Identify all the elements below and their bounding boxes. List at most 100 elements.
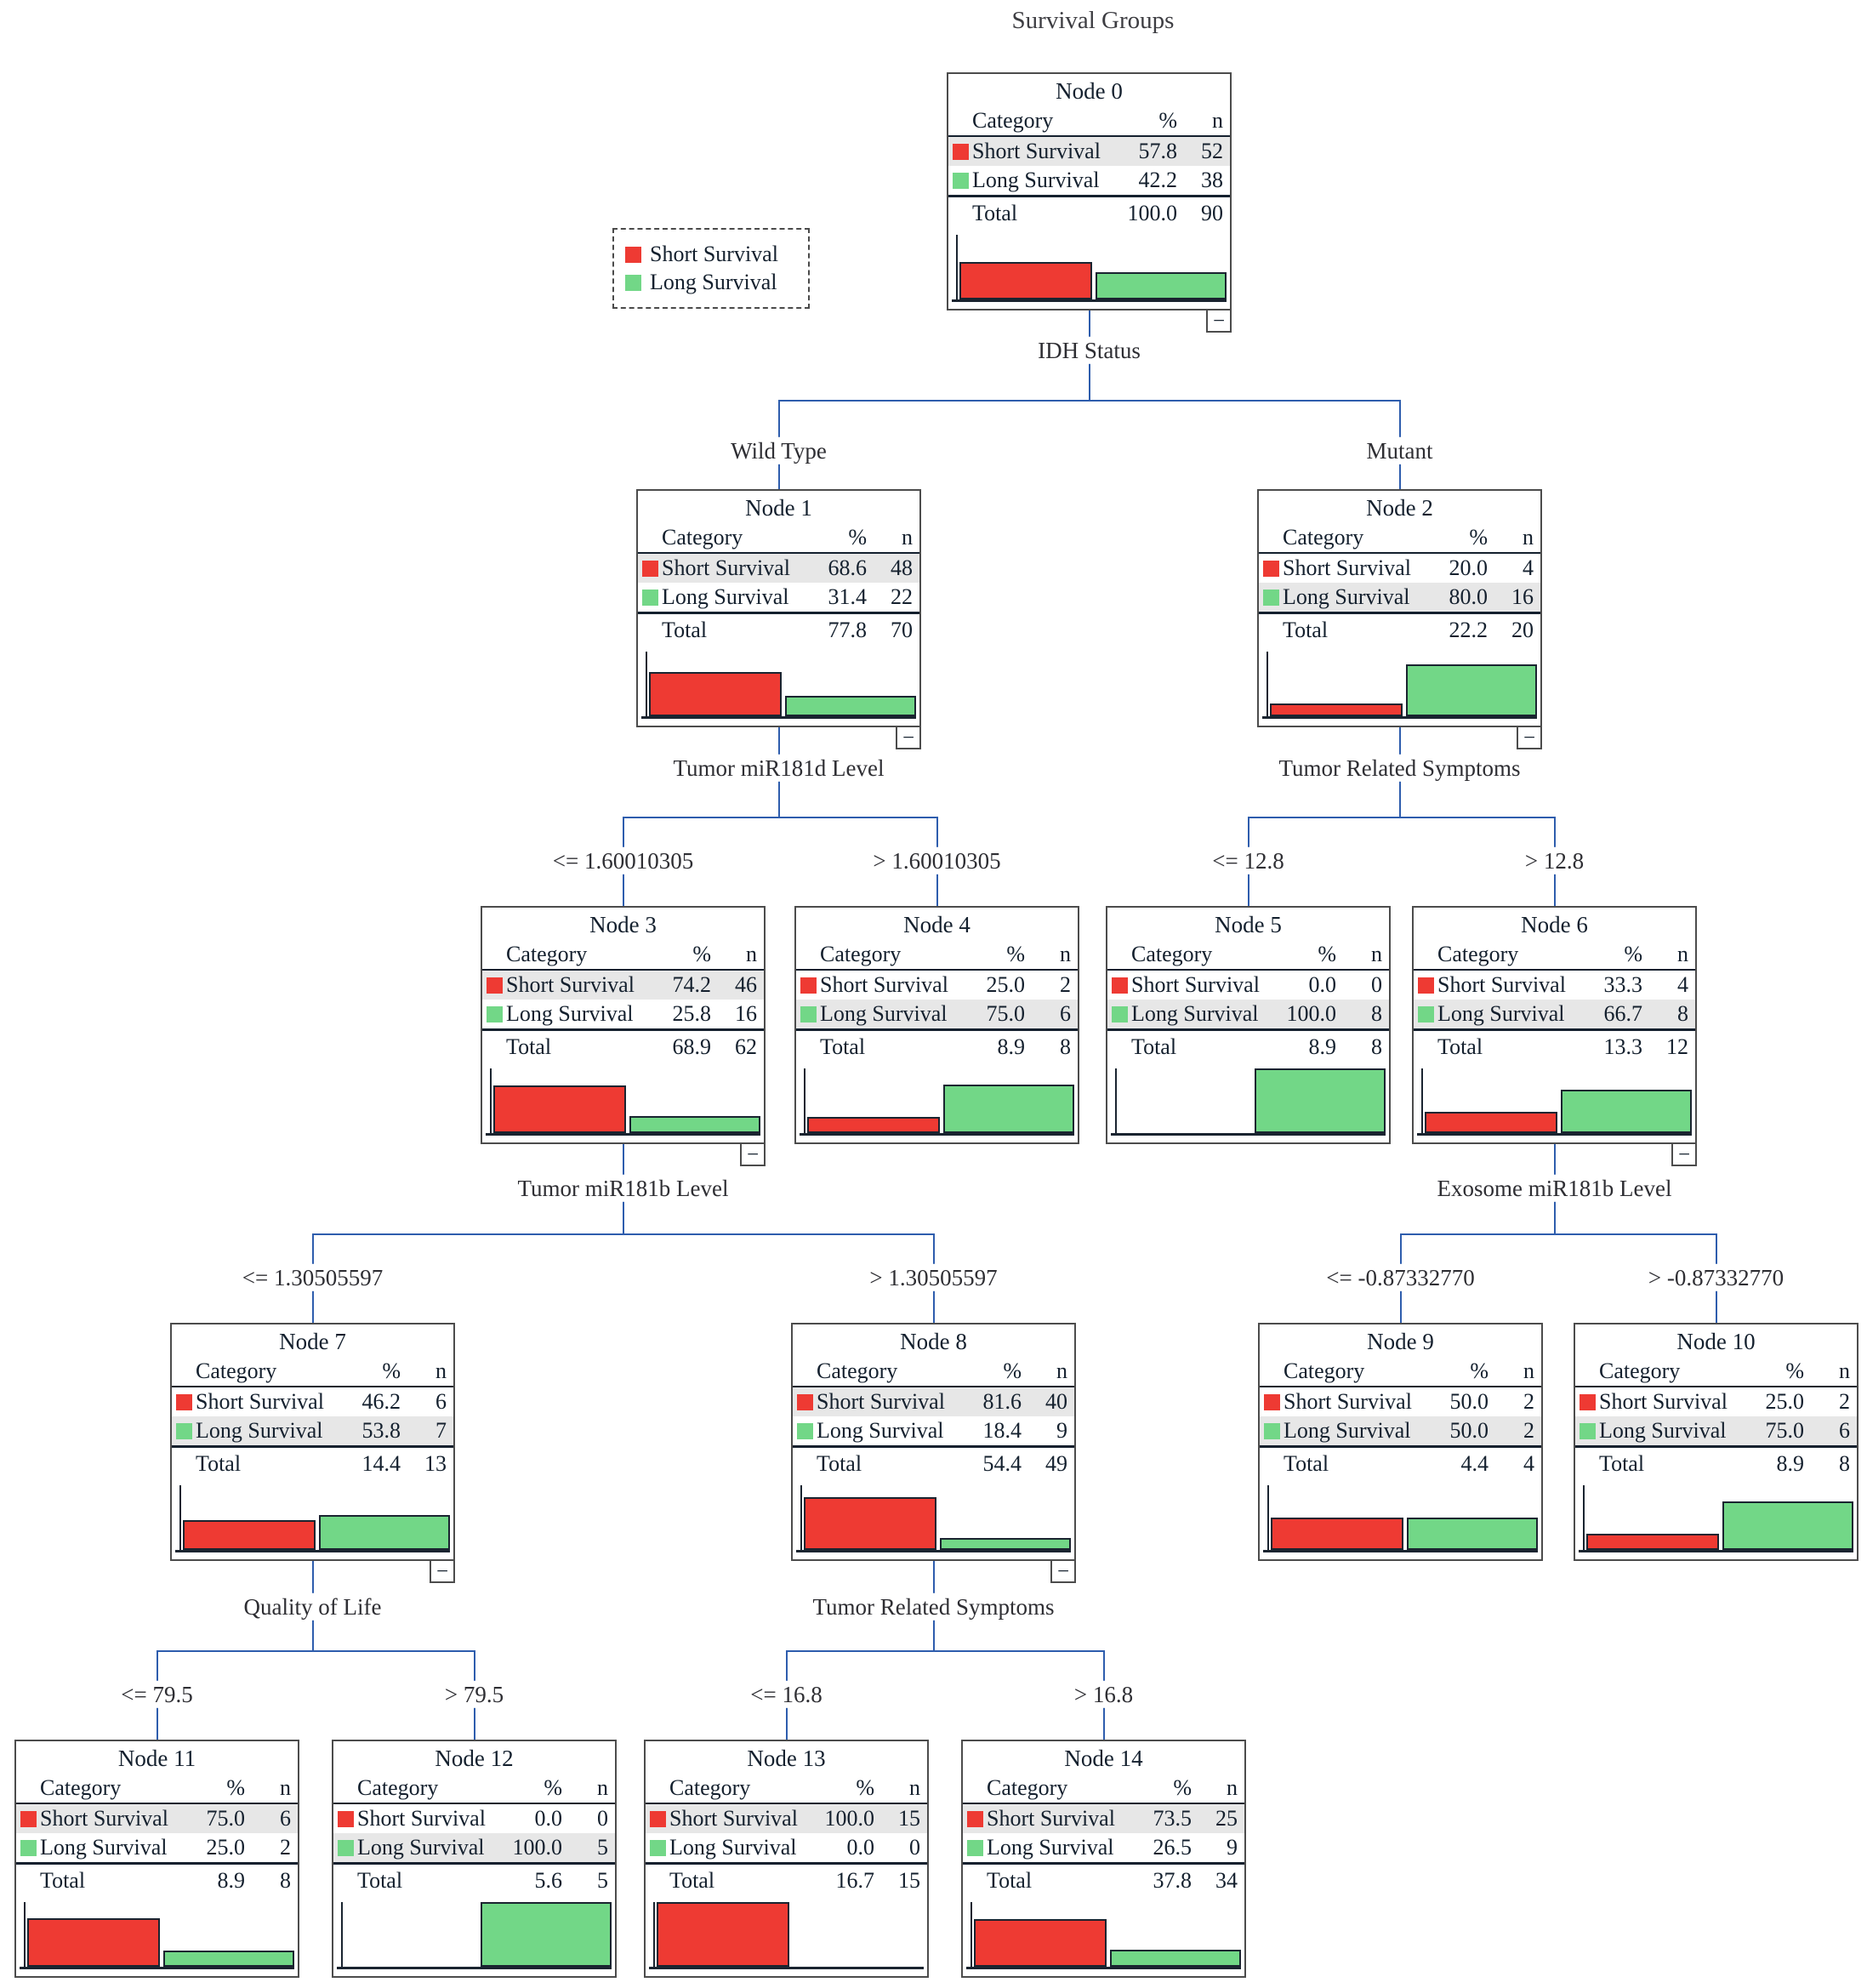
short-survival-swatch-icon (797, 1393, 813, 1410)
x-axis (1417, 1133, 1692, 1136)
node-bar-chart (175, 1481, 450, 1552)
total-pct-value: 13.3 (1603, 1034, 1643, 1059)
pct-value: 42.2 (1138, 168, 1178, 192)
long-survival-swatch-icon (487, 1005, 503, 1022)
long-survival-swatch-icon (20, 1839, 37, 1856)
pct-value: 100.0 (824, 1806, 875, 1831)
node-title: Node 10 (1676, 1329, 1756, 1354)
category-label: Short Survival (662, 555, 790, 580)
pct-value: 25.8 (672, 1001, 712, 1026)
category-label: Short Survival (1284, 1389, 1412, 1414)
tree-node: Node 9 Category % n Short Survival 50.0 … (1258, 1323, 1543, 1561)
n-header: n (1212, 108, 1223, 133)
y-axis (804, 1068, 805, 1136)
collapse-button[interactable]: − (1050, 1559, 1076, 1583)
category-label: Short Survival (987, 1806, 1115, 1831)
n-value: 52 (1201, 139, 1223, 163)
category-label: Long Survival (972, 168, 1100, 192)
category-label: Long Survival (662, 584, 789, 609)
x-axis (641, 716, 916, 719)
total-pct-value: 8.9 (997, 1034, 1026, 1059)
total-label: Total (1599, 1451, 1645, 1476)
node-bar-chart (20, 1898, 294, 1969)
connector-line (777, 400, 1401, 402)
long-survival-bar (163, 1951, 294, 1967)
split-variable-label: Quality of Life (235, 1592, 390, 1621)
pct-header: % (1470, 1359, 1488, 1383)
short-survival-swatch-icon (1263, 560, 1279, 577)
node-bar-chart (1579, 1481, 1853, 1552)
n-header: n (1523, 525, 1534, 550)
node-bar-chart (1111, 1064, 1386, 1136)
category-label: Short Survival (1437, 972, 1566, 997)
total-pct-value: 14.4 (361, 1451, 401, 1476)
y-axis (1266, 652, 1268, 719)
legend-item-short: Short Survival (625, 243, 808, 265)
pct-value: 0.0 (846, 1835, 875, 1860)
collapse-button[interactable]: − (1517, 726, 1542, 749)
short-survival-row: Short Survival 20.0 4 (1259, 554, 1540, 583)
y-axis (1267, 1485, 1269, 1552)
total-label: Total (817, 1451, 862, 1476)
collapse-button[interactable]: − (1671, 1142, 1697, 1166)
node-table-header: Category % n (333, 1774, 615, 1804)
category-label: Short Survival (357, 1806, 486, 1831)
total-pct-value: 37.8 (1153, 1868, 1192, 1893)
split-variable-label: Tumor Related Symptoms (804, 1592, 1063, 1621)
node-title: Node 11 (117, 1746, 196, 1771)
n-header: n (1523, 1359, 1534, 1383)
x-axis (1263, 1550, 1538, 1552)
total-pct-value: 77.8 (828, 618, 868, 642)
split-variable-label: IDH Status (1029, 336, 1149, 365)
long-survival-swatch-icon (650, 1839, 666, 1856)
collapse-button[interactable]: − (430, 1559, 455, 1583)
pct-header: % (1173, 1775, 1192, 1800)
short-survival-bar (657, 1902, 789, 1967)
short-survival-bar (807, 1117, 940, 1133)
long-survival-bar (1096, 272, 1227, 299)
collapse-button[interactable]: − (740, 1142, 766, 1166)
short-survival-bar (1271, 1518, 1403, 1550)
long-survival-bar (481, 1902, 612, 1967)
pct-value: 75.0 (1765, 1418, 1805, 1443)
short-survival-bar (493, 1085, 626, 1133)
split-variable-label: Exosome miR181b Level (1428, 1174, 1681, 1203)
x-axis (1111, 1133, 1386, 1136)
n-value: 6 (1060, 1001, 1071, 1026)
short-survival-row: Short Survival 33.3 4 (1414, 971, 1695, 1000)
total-n-value: 15 (898, 1868, 920, 1893)
category-label: Long Survival (987, 1835, 1114, 1860)
branch-condition-label: <= 1.30505597 (233, 1263, 392, 1292)
x-axis (796, 1550, 1071, 1552)
short-survival-bar (1586, 1534, 1719, 1550)
category-header: Category (1131, 942, 1213, 966)
total-label: Total (1437, 1034, 1483, 1059)
short-survival-row: Short Survival 74.2 46 (482, 971, 764, 1000)
total-label: Total (1131, 1034, 1177, 1059)
long-survival-bar (1722, 1501, 1853, 1550)
collapse-button[interactable]: − (1206, 309, 1232, 333)
long-survival-row: Long Survival 25.0 2 (16, 1833, 298, 1865)
long-survival-swatch-icon (797, 1422, 813, 1439)
total-pct-value: 68.9 (672, 1034, 712, 1059)
chart-title: Survival Groups (1011, 7, 1175, 34)
y-axis (341, 1902, 343, 1969)
node-title: Node 13 (747, 1746, 826, 1771)
legend-label: Short Survival (650, 242, 778, 266)
category-label: Long Survival (817, 1418, 944, 1443)
collapse-button[interactable]: − (896, 726, 921, 749)
long-survival-swatch-icon (176, 1422, 192, 1439)
category-header: Category (820, 942, 902, 966)
pct-value: 57.8 (1138, 139, 1178, 163)
y-axis (646, 652, 647, 719)
node-bar-chart (800, 1064, 1074, 1136)
total-label: Total (506, 1034, 552, 1059)
short-survival-swatch-icon (625, 246, 641, 263)
node-title: Node 8 (900, 1329, 967, 1354)
pct-value: 26.5 (1153, 1835, 1192, 1860)
total-row: Total 8.9 8 (1107, 1031, 1389, 1063)
branch-condition-label: > 16.8 (1065, 1680, 1142, 1709)
category-label: Long Survival (820, 1001, 948, 1026)
total-pct-value: 4.4 (1460, 1451, 1489, 1476)
n-header: n (1056, 1359, 1067, 1383)
